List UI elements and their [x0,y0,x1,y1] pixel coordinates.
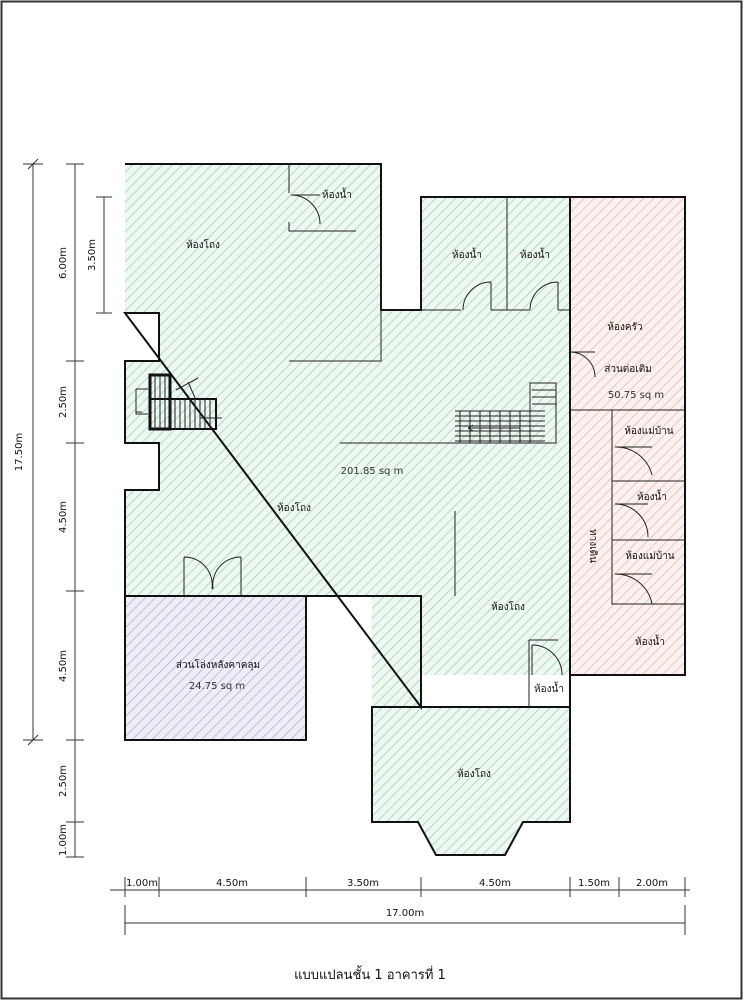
room-label-maid-1: ห้องแม่บ้าน [624,425,673,437]
room-label-bath-right-2: ห้องน้ำ [635,634,665,648]
bay-walls [371,706,571,856]
bottom-bay [372,707,570,855]
doors [183,194,653,676]
outer-walls [122,163,686,741]
dim-left-segment-1: 6.00m [58,247,69,279]
dim-bottom-segment-4: 4.50m [479,878,511,889]
dim-left-segment-6: 1.00m [58,824,69,856]
plan-caption: แบบแปลนชั้น 1 อาคารที่ 1 [294,965,446,983]
stair-right [455,382,556,443]
stair-left [135,373,222,431]
room-label-bath-top: ห้องน้ำ [322,187,352,201]
extension-area: 50.75 sq m [608,390,664,401]
interior-walls [288,164,685,707]
left-dimensions [23,158,112,858]
dim-left-segment-5: 2.50m [58,765,69,797]
dim-left-total: 17.50m [14,433,25,471]
room-label-bath-bottom: ห้องน้ำ [534,681,564,695]
dim-bottom-segment-3: 3.50m [347,878,379,889]
room-label-living-center: ห้องโถง [277,501,311,514]
room-label-kitchen: ห้องครัว [607,321,642,333]
room-label-walkway: ทางเดิน [587,529,598,563]
main-building [125,164,570,855]
dim-left-segment-2: 2.50m [58,386,69,418]
dim-bottom-segment-2: 4.50m [216,878,248,889]
room-label-extension: ส่วนต่อเติม [604,364,652,375]
dim-left-segment-3: 4.50m [58,501,69,533]
main-area: 201.85 sq m [341,466,404,477]
dim-bottom-segment-1: 1.00m [126,878,158,889]
room-label-covered-open: ส่วนโล่งหลังคาคลุม [176,658,260,671]
dim-bottom-total: 17.00m [386,908,424,919]
covered-open-area [125,596,306,740]
dim-left-segment-4: 4.50m [58,650,69,682]
room-label-living-top-left: ห้องโถง [186,238,220,251]
covered-open-area-value: 24.75 sq m [189,681,245,692]
room-label-living-right: ห้องโถง [491,600,525,613]
room-label-bath-mid-2: ห้องน้ำ [520,247,550,261]
dim-left-inner: 3.50m [87,239,98,271]
room-label-bath-mid-1: ห้องน้ำ [452,247,482,261]
room-label-living-bottom: ห้องโถง [457,767,491,780]
room-label-maid-2: ห้องแม่บ้าน [625,550,674,562]
annex [570,197,685,675]
room-label-bath-right-1: ห้องน้ำ [637,489,667,503]
bottom-dimensions [110,877,690,935]
dim-bottom-segment-5: 1.50m [578,878,610,889]
dim-bottom-segment-6: 2.00m [636,878,668,889]
